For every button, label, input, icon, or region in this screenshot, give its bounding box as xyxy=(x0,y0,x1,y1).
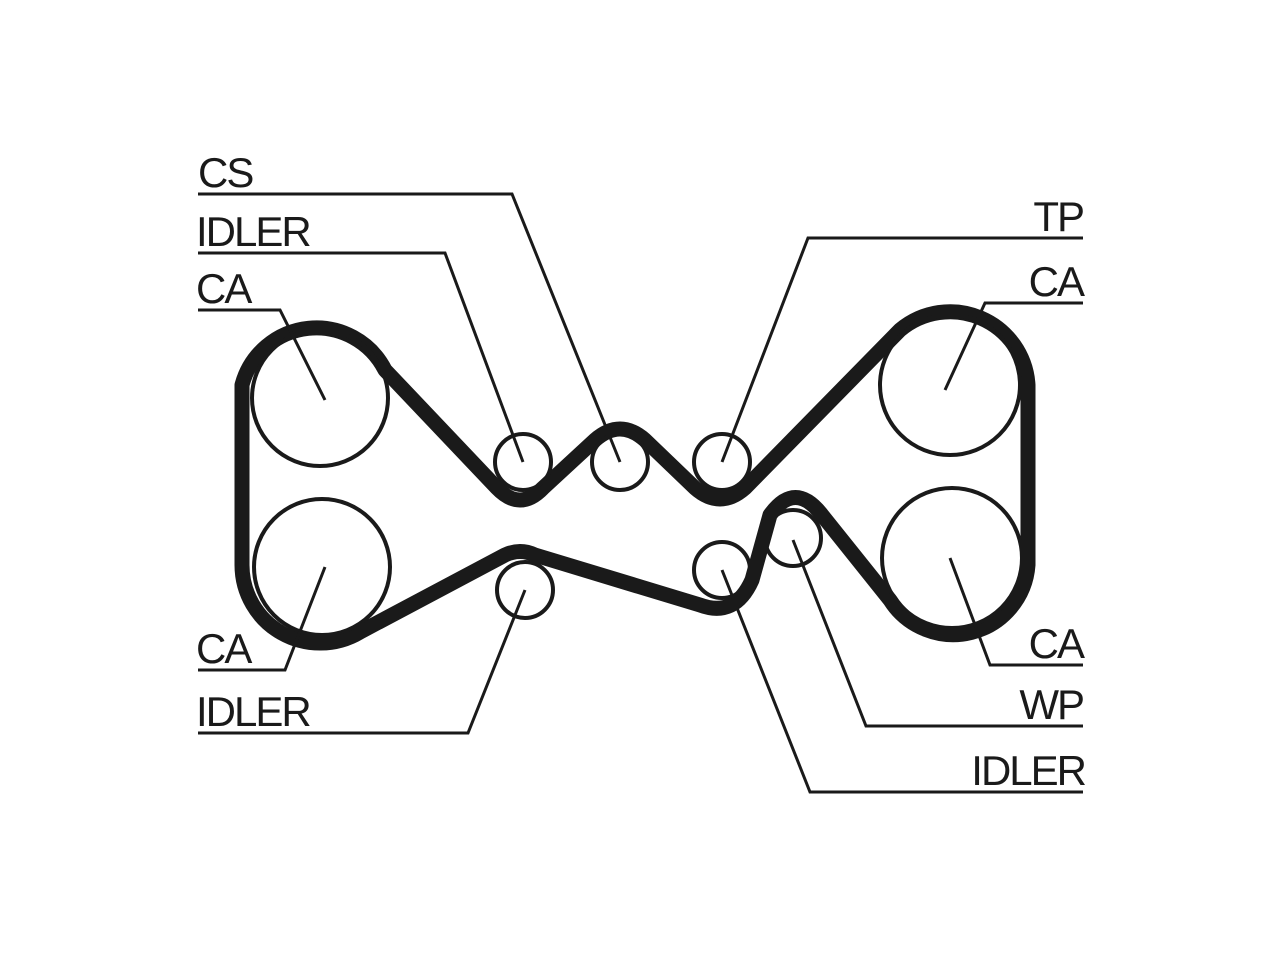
leader-cs xyxy=(198,192,622,463)
leader-ca-bottom-left xyxy=(198,566,327,672)
label-wp: WP xyxy=(1019,681,1083,728)
idler-pulley-top-left xyxy=(493,432,553,492)
leader-idler-bottom-left xyxy=(198,589,527,735)
leader-idler-top-left xyxy=(198,251,525,463)
leader-wp xyxy=(791,539,1083,728)
label-ca-top-left: CA xyxy=(196,265,252,312)
label-tp: TP xyxy=(1033,193,1083,240)
camshaft-pulley-top-left xyxy=(250,328,390,468)
label-idler-bottom-left: IDLER xyxy=(196,688,310,735)
idler-pulley-bottom-left xyxy=(495,560,555,620)
label-ca-bottom-left: CA xyxy=(196,625,252,672)
camshaft-pulley-top-right xyxy=(878,313,1022,457)
camshaft-pulley-bottom-left xyxy=(252,497,392,637)
label-idler-top-left: IDLER xyxy=(196,208,310,255)
idler-pulley-bottom-right xyxy=(692,540,752,600)
label-ca-top-right: CA xyxy=(1029,258,1085,305)
label-idler-bottom-right: IDLER xyxy=(971,747,1085,794)
leader-ca-top-left xyxy=(198,308,327,401)
crankshaft-pulley xyxy=(590,432,650,492)
leader-ca-top-right xyxy=(943,301,1083,391)
camshaft-pulley-bottom-right xyxy=(880,486,1024,630)
timing-belt xyxy=(234,304,1036,651)
label-cs: CS xyxy=(198,149,253,196)
leader-ca-bottom-right xyxy=(948,557,1083,667)
water-pump-pulley xyxy=(763,508,823,568)
leader-idler-bottom-right xyxy=(720,569,1083,794)
leader-tp xyxy=(720,236,1083,463)
tensioner-pulley xyxy=(692,432,752,492)
label-ca-bottom-right: CA xyxy=(1029,620,1085,667)
